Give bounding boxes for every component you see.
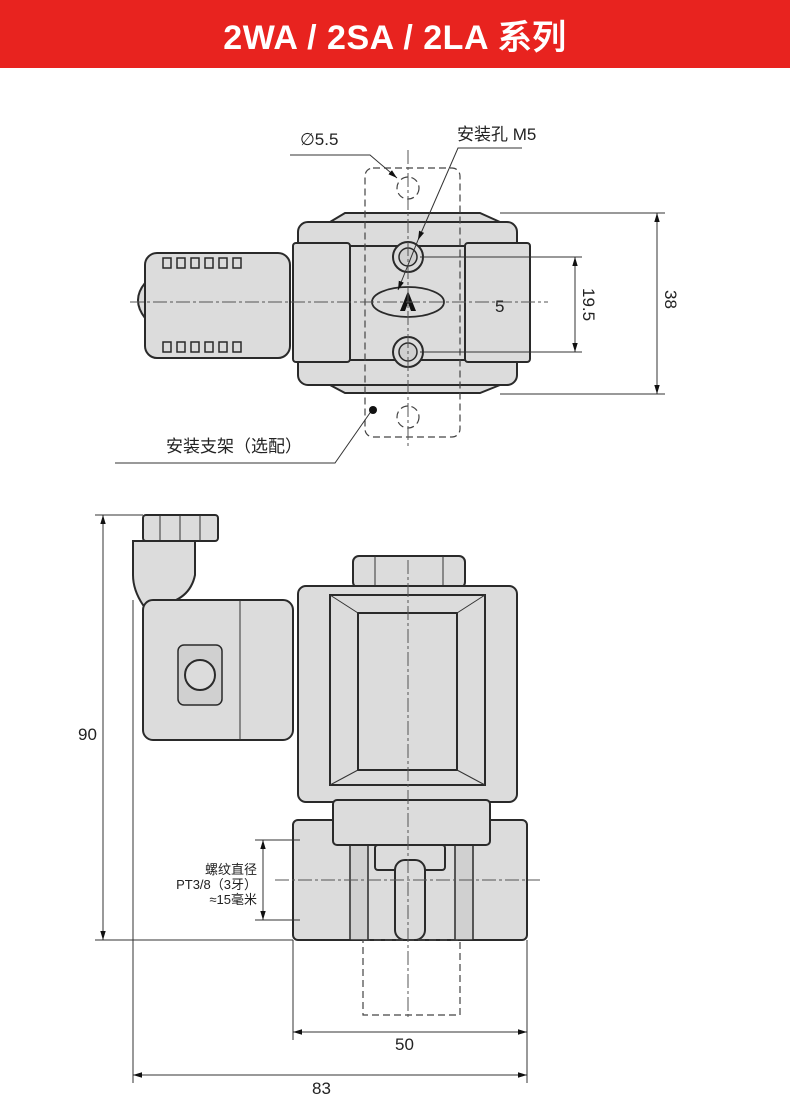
mount-hole-label: 安装孔 M5 bbox=[457, 125, 536, 144]
thread-label-line1: 螺纹直径 bbox=[205, 862, 257, 877]
bracket-label: 安装支架（选配） bbox=[166, 437, 302, 456]
dim-body-width: 50 bbox=[395, 1035, 414, 1054]
dim-hole-spacing: 19.5 bbox=[579, 288, 598, 321]
top-view: 19.5 38 5 ∅5.5 安装孔 M5 安装支架（选配） bbox=[115, 125, 680, 464]
cable-gland-body bbox=[132, 540, 196, 606]
front-view: 90 螺纹直径 PT3/8（3牙） ≈15毫米 50 83 bbox=[78, 514, 540, 1098]
connector-body bbox=[144, 252, 291, 359]
title-banner: 2WA / 2SA / 2LA 系列 bbox=[0, 0, 790, 68]
valve-stem-base bbox=[332, 799, 491, 846]
bracket-leader-dot bbox=[369, 406, 377, 414]
connector-ribs bbox=[162, 257, 242, 353]
dim-height: 90 bbox=[78, 725, 97, 744]
body-top-bulge bbox=[326, 212, 501, 223]
stem-tab bbox=[394, 859, 426, 941]
dim-total-width: 83 bbox=[312, 1079, 331, 1098]
thread-label-line2: PT3/8（3牙） bbox=[176, 877, 257, 892]
port-right-face bbox=[454, 844, 474, 941]
coil-nut bbox=[352, 555, 466, 589]
port-left-face bbox=[349, 844, 369, 941]
connector-dome bbox=[137, 280, 146, 321]
hole-diameter-label: ∅5.5 bbox=[300, 130, 338, 149]
dim-width: 38 bbox=[661, 290, 680, 309]
body-bottom-bulge bbox=[329, 384, 501, 394]
thread-label-line3: ≈15毫米 bbox=[209, 892, 257, 907]
dim-inner: 5 bbox=[495, 297, 504, 316]
outlet-port-dashed bbox=[362, 939, 461, 1016]
connector-screw bbox=[184, 659, 216, 691]
page-title: 2WA / 2SA / 2LA 系列 bbox=[223, 18, 567, 57]
